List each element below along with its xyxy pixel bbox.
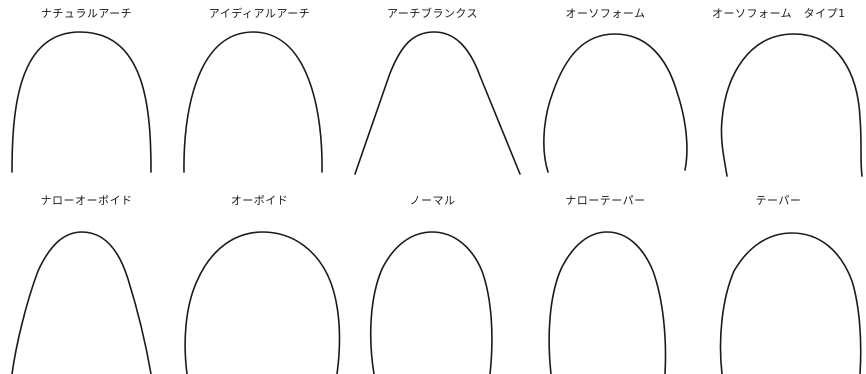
arch-curve-narrow-taper — [549, 232, 665, 374]
arch-drawing-taper — [692, 187, 865, 374]
arch-curve-normal — [371, 232, 492, 374]
arch-curve-arch-blanks — [355, 32, 520, 174]
arch-curve-natural-arch — [12, 32, 151, 172]
arch-curve-ovoid — [185, 232, 339, 374]
arch-panel-ovoid: オーボイド — [173, 187, 346, 374]
arch-drawing-ovoid — [173, 187, 346, 374]
arch-panel-ideal-arch: アイディアルアーチ — [173, 0, 346, 187]
arch-drawing-arch-blanks — [346, 0, 519, 187]
arch-panel-normal: ノーマル — [346, 187, 519, 374]
arch-drawing-orthoform — [519, 0, 692, 187]
arch-curve-ideal-arch — [184, 32, 322, 172]
arch-drawing-narrow-taper — [519, 187, 692, 374]
arch-drawing-natural-arch — [0, 0, 173, 187]
arch-curve-orthoform-type-1 — [721, 34, 862, 176]
arch-drawing-normal — [346, 187, 519, 374]
arch-curve-taper — [721, 233, 861, 374]
arch-panel-narrow-taper: ナローテーパー — [519, 187, 692, 374]
arch-curve-narrow-ovoid — [12, 232, 151, 374]
arch-panel-taper: テーパー — [692, 187, 865, 374]
arch-panel-narrow-ovoid: ナローオーボイド — [0, 187, 173, 374]
arch-drawing-ideal-arch — [173, 0, 346, 187]
arch-drawing-narrow-ovoid — [0, 187, 173, 374]
arch-curve-orthoform — [544, 34, 687, 172]
arch-panel-natural-arch: ナチュラルアーチ — [0, 0, 173, 187]
arch-panel-orthoform: オーソフォーム — [519, 0, 692, 187]
arch-drawing-orthoform-type-1 — [692, 0, 865, 187]
arch-panel-orthoform-type-1: オーソフォーム タイプ1 — [692, 0, 865, 187]
arch-panel-arch-blanks: アーチブランクス — [346, 0, 519, 187]
